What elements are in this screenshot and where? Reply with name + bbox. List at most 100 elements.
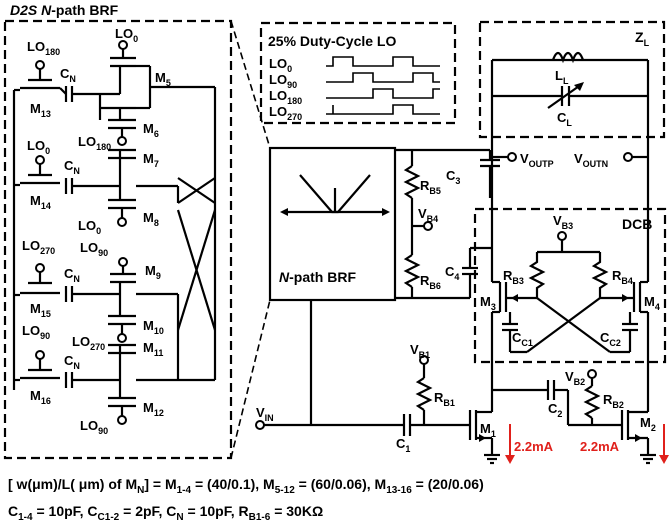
rb5-resistor	[403, 165, 421, 199]
zl-load-box: ZL LL CL	[478, 20, 666, 200]
zl-dashed-border	[478, 20, 666, 139]
m10-label: M10	[143, 318, 164, 336]
rb1-label: RB1	[434, 390, 455, 408]
m4-label: M4	[644, 294, 660, 312]
c3-label: C3	[446, 168, 460, 186]
duty-cycle-lo-box: 25% Duty-Cycle LO LO0 LO90 LO180 LO270	[259, 21, 457, 125]
m13-label: M13	[30, 101, 51, 119]
vin-node	[255, 420, 265, 430]
rb4-label: RB4	[612, 268, 633, 286]
lo270-label-mid: LO270	[72, 334, 105, 352]
equation-line-1: [ w(μm)/L( μm) of MN] = M1-4 = (40/0.1),…	[8, 476, 484, 496]
voutn-label: VOUTN	[574, 151, 608, 169]
lo0-label-left: LO0	[27, 138, 50, 156]
cc2-label: CC2	[600, 330, 621, 348]
rb3-label: RB3	[503, 268, 524, 286]
m2-current-label: 2.2mA	[580, 439, 620, 454]
dcb-dashed-border	[473, 207, 667, 364]
m7-label: M7	[143, 151, 159, 169]
lo90-label-mid: LO90	[80, 240, 108, 258]
d2s-npath-brf-box: D2S N-path BRF LO180 CN M13	[3, 2, 233, 460]
output-nodes: VOUTP VOUTN	[492, 151, 648, 169]
cn-label-4: CN	[64, 353, 80, 371]
equation-line-2: C1-4 = 10pF, CC1-2 = 2pF, CN = 10pF, RB1…	[8, 502, 324, 523]
rb4-resistor	[591, 252, 609, 298]
rb6-label: RB6	[420, 273, 441, 291]
m12-label: M12	[143, 400, 164, 418]
lo0-label-top: LO0	[115, 26, 138, 44]
zoom-line-bottom	[230, 299, 271, 459]
notch-response	[299, 174, 371, 214]
lo180-waveform	[326, 88, 440, 99]
lo-phase-90-label: LO90	[269, 72, 297, 90]
coupling-caps-c3-c4: C3 C4	[445, 150, 500, 298]
lo90-label-left: LO90	[22, 323, 50, 341]
m1-label: M1	[480, 421, 496, 439]
rb3-resistor	[528, 252, 546, 298]
rb2-label: RB2	[603, 392, 624, 410]
vin-label: VIN	[256, 405, 274, 423]
cn-label-3: CN	[64, 266, 80, 284]
vb1-label: VB1	[410, 342, 430, 360]
input-stage: VIN C1 VB1 RB1 M1 2.2mA C2	[255, 342, 669, 465]
npath-brf-block: N-path BRF	[268, 146, 397, 425]
duty-cycle-title: 25% Duty-Cycle LO	[268, 33, 396, 49]
m5-label: M5	[155, 70, 171, 88]
dcb-box: DCB VB3 RB3 RB4 M3 M4	[473, 200, 667, 378]
c2-label: C2	[548, 401, 562, 419]
lo0-waveform	[326, 56, 440, 67]
vb2-label: VB2	[565, 369, 585, 387]
m11-label: M11	[143, 340, 163, 358]
stage-4: LO90 CN M16 M11 M12 LO90	[20, 323, 164, 436]
zl-label: ZL	[635, 29, 650, 48]
m1-current-label: 2.2mA	[514, 439, 554, 454]
lo180-node	[35, 60, 45, 70]
rb2-resistor	[583, 385, 601, 419]
lo90-label-bot: LO90	[80, 418, 108, 436]
left-box-title: D2S N-path BRF	[10, 2, 119, 18]
m16-label: M16	[30, 388, 51, 406]
vb3-label: VB3	[553, 213, 573, 231]
cc1-label: CC1	[512, 330, 533, 348]
lo270-waveform	[326, 104, 440, 115]
vb4-label: VB4	[418, 206, 438, 224]
ll-inductor	[551, 51, 585, 64]
dcb-label: DCB	[622, 216, 652, 232]
m3-label: M3	[480, 294, 496, 312]
m14-label: M14	[30, 193, 51, 211]
zoom-line-top	[230, 20, 271, 149]
c1-label: C1	[396, 436, 410, 454]
left-dashed-border	[3, 19, 233, 460]
lo180-label-mid: LO180	[78, 134, 111, 152]
rb5-label: RB5	[420, 178, 441, 196]
lo-phase-270-label: LO270	[269, 104, 302, 122]
c4-label: C4	[445, 264, 459, 282]
lo180-label-top: LO180	[27, 39, 60, 57]
npath-brf-rect	[268, 146, 397, 302]
bias-network-rb5-rb6: RB5 VB4 RB6	[395, 148, 490, 300]
rb6-resistor	[403, 254, 421, 288]
lo90-waveform	[326, 72, 440, 83]
lo-phase-180-label: LO180	[269, 88, 302, 106]
m9-label: M9	[145, 263, 161, 281]
duty-cycle-dashed-border	[259, 21, 457, 125]
lo0-label-mid: LO0	[78, 218, 101, 236]
voutp-label: VOUTP	[520, 151, 554, 169]
rb1-resistor	[415, 377, 433, 411]
lo270-label-left: LO270	[22, 238, 55, 256]
voutn-node	[623, 152, 633, 162]
cn-label-2: CN	[64, 158, 80, 176]
cl-label: CL	[557, 110, 572, 128]
m2-label: M2	[640, 415, 656, 433]
voutp-node	[507, 152, 517, 162]
m8-label: M8	[143, 210, 159, 228]
m6-label: M6	[143, 121, 159, 139]
m15-label: M15	[30, 301, 51, 319]
lo-phase-0-label: LO0	[269, 56, 292, 74]
ll-label: LL	[555, 68, 569, 86]
stage-2: LO0 CN M14 M7 M8 LO0	[20, 138, 159, 236]
npath-brf-label: N-path BRF	[279, 269, 356, 285]
cn-label-1: CN	[60, 66, 76, 84]
stage-3: LO270 CN M15 LO90 M9 M10 LO270	[20, 238, 164, 352]
